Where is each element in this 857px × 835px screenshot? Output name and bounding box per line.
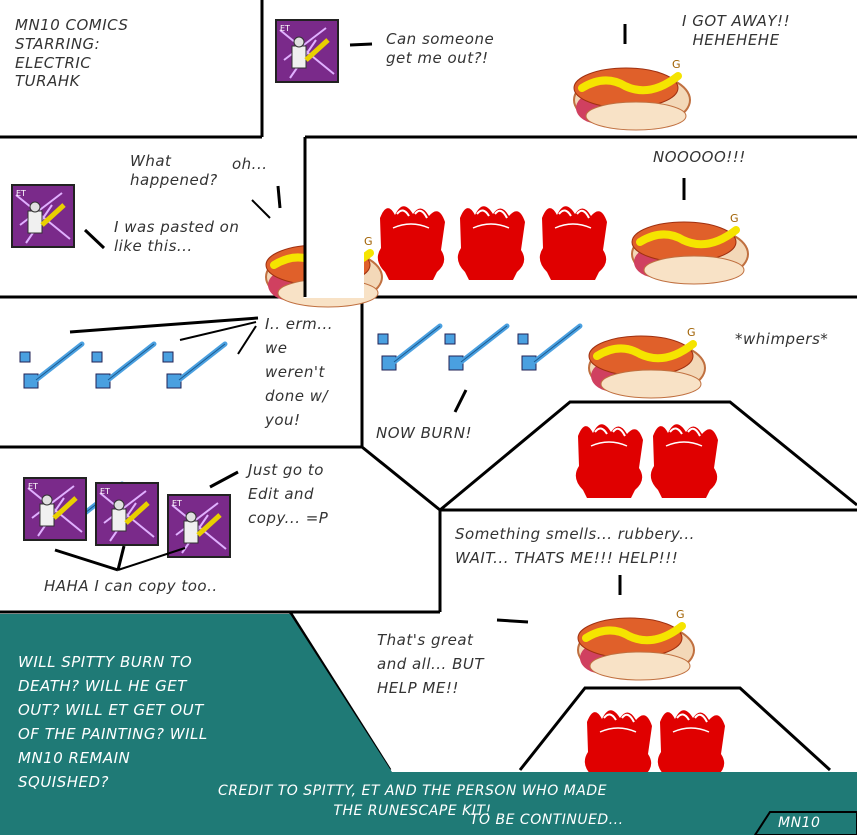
speech-got-away: I GOT AWAY!! HEHEHEHE [682,12,791,49]
speech-noooo: NOOOOO!!! [653,148,746,166]
credits-text: CREDIT TO SPITTY, ET AND THE PERSON WHO … [218,783,607,819]
cliffhanger-questions: WILL SPITTY BURN TO DEATH? WILL HE GET O… [18,653,208,791]
title-caption: MN10 COMICS STARRING: ELECTRIC TURAHK [15,16,129,91]
speech-smells-rubbery: Something smells... rubbery... WAIT... T… [455,525,695,567]
speech-what-happened: What happened? [130,152,218,189]
signature: MN10 [778,815,821,831]
sword-shield-icon [20,344,82,388]
speech-thats-great: That's great and all... BUT HELP ME!! [377,631,485,697]
speech-get-me-out: Can someone get me out?! [386,30,495,67]
speech-pasted: I was pasted on like this... [114,218,240,255]
to-be-continued: TO BE CONTINUED... [470,812,624,828]
speech-whimpers: *whimpers* [735,330,829,348]
speech-now-burn: NOW BURN! [376,424,473,442]
speech-haha-copy: HAHA I can copy too.. [44,577,218,595]
fire-icon [376,205,446,281]
speech-edit-copy: Just go to Edit and copy... =P [248,461,329,527]
speech-oh: oh... [232,155,268,173]
portrait-icon [12,185,74,247]
portrait-icon [276,20,338,82]
speech-erm: I.. erm... we weren't done w/ you! [265,315,334,429]
hotdog-icon [574,58,690,130]
